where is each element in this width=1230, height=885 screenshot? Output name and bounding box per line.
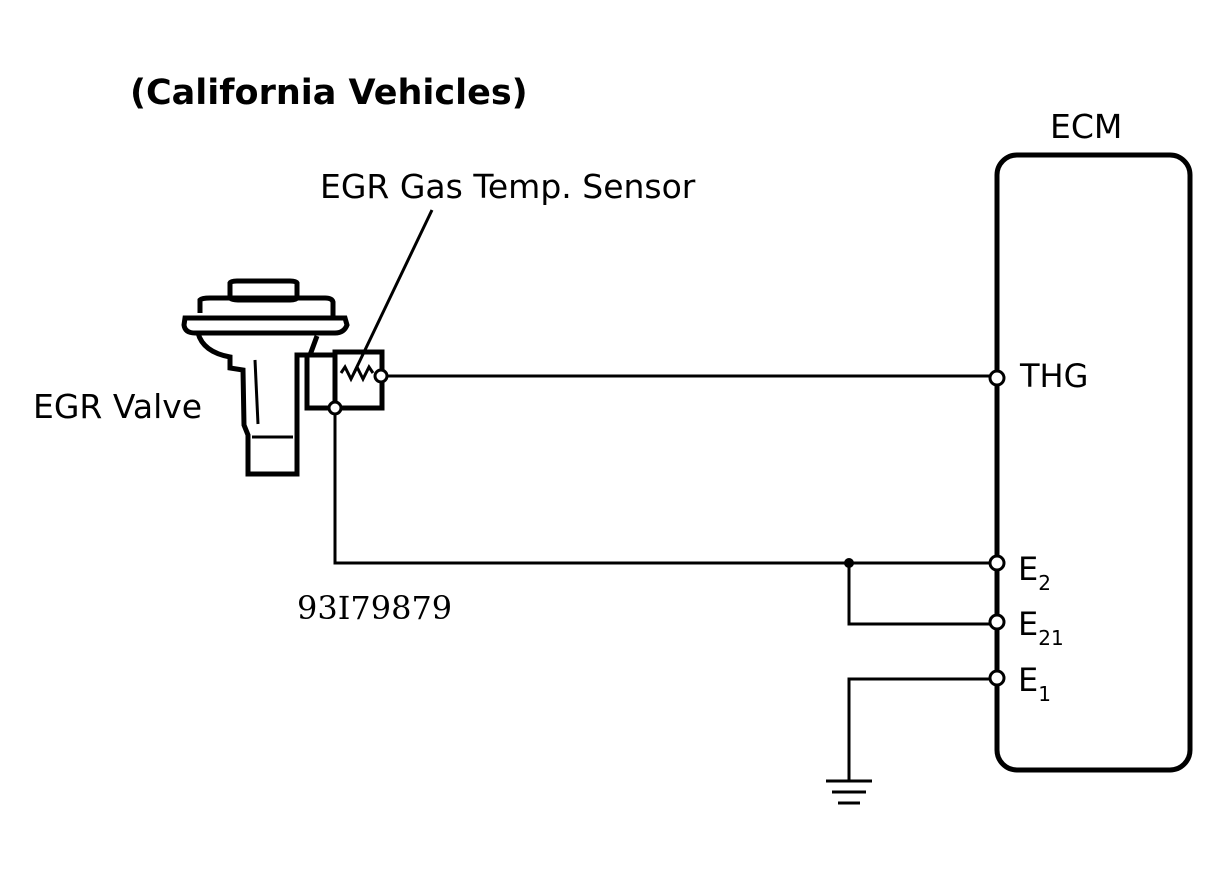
wire-e1 — [847, 677, 992, 780]
terminal-circle-icon — [327, 400, 343, 416]
egr-valve-icon — [181, 278, 385, 477]
terminal-e1-label: E1 — [1018, 661, 1051, 704]
terminal-e2-label: E2 — [1018, 550, 1051, 593]
ecm-box — [994, 152, 1193, 773]
terminal-e2-base: E — [1018, 550, 1039, 588]
ground-icon — [826, 779, 872, 805]
terminal-e21-sub: 21 — [1038, 626, 1064, 650]
terminal-circle-icon — [988, 369, 1006, 387]
terminal-circle-icon — [988, 554, 1006, 572]
sensor-leader-line — [352, 209, 434, 374]
diagram-title: (California Vehicles) — [130, 73, 528, 113]
terminal-circle-icon — [988, 613, 1006, 631]
ecm-label: ECM — [1050, 107, 1123, 146]
wire-e2 — [333, 414, 992, 565]
terminal-e1-base: E — [1018, 661, 1039, 699]
terminal-thg-label: THG — [1020, 360, 1088, 392]
terminal-e21-label: E21 — [1018, 605, 1064, 648]
junction-dot-icon — [844, 558, 854, 568]
terminal-thg-base: THG — [1020, 357, 1089, 395]
egr-valve-label: EGR Valve — [33, 387, 203, 426]
terminal-e21-base: E — [1018, 605, 1039, 643]
terminal-circle-icon — [988, 669, 1006, 687]
egr-gas-temp-sensor-label: EGR Gas Temp. Sensor — [320, 167, 696, 206]
terminal-circle-icon — [373, 368, 389, 384]
figure-code: 93I79879 — [297, 589, 453, 627]
terminal-e2-sub: 2 — [1038, 571, 1051, 595]
terminal-e1-sub: 1 — [1038, 682, 1051, 706]
wire-e21 — [847, 563, 992, 626]
